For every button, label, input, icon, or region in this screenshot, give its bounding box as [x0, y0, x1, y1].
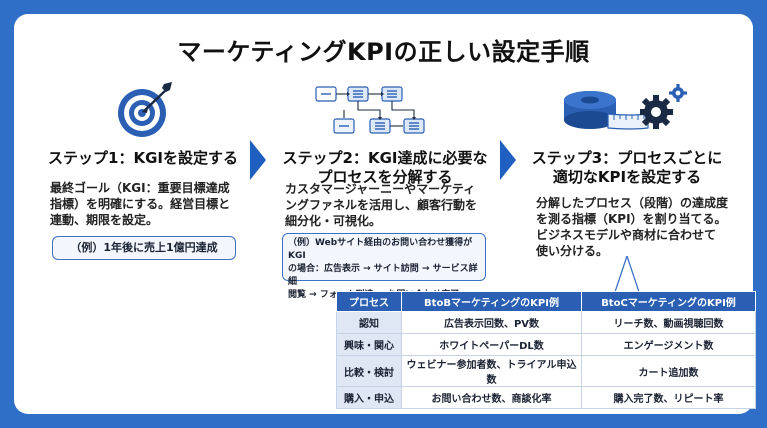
- step2-body-line: カスタマージャーニーやマーケティ: [285, 182, 476, 196]
- table-cell-stage: 興味・関心: [336, 333, 402, 356]
- table-row: 比較・検討 ウェビナー参加者数、トライアル申込数 カート追加数: [336, 355, 756, 387]
- table-cell-b2c: リーチ数、動画視聴回数: [581, 311, 756, 334]
- step1-body-line: 指標）を明確にする。経営目標と: [50, 197, 231, 211]
- step2-body-line: 細分化・可視化。: [285, 214, 382, 228]
- table-cell-b2b: ホワイトペーパーDL数: [401, 333, 582, 356]
- step1-example-box: （例）1年後に売上1億円達成: [52, 236, 236, 260]
- table-header-row: プロセス BtoBマーケティングのKPI例 BtoCマーケティングのKPI例: [336, 291, 756, 312]
- step2-body: カスタマージャーニーやマーケティ ングファネルを活用し、顧客行動を 細分化・可視…: [285, 181, 505, 229]
- table-cell-b2b: 広告表示回数、PV数: [401, 311, 582, 334]
- step3-title: ステップ3：プロセスごとに 適切なKPIを設定する: [512, 149, 742, 187]
- table-header-cell: プロセス: [336, 291, 402, 312]
- table-row: 興味・関心 ホワイトペーパーDL数 エンゲージメント数: [336, 333, 756, 356]
- kpi-table: プロセス BtoBマーケティングのKPI例 BtoCマーケティングのKPI例 認…: [336, 291, 756, 409]
- step2-example-box: （例）Webサイト経由のお問い合わせ獲得がKGI の場合：広告表示 → サイト訪…: [282, 233, 486, 300]
- step-arrow-1: [250, 140, 266, 180]
- step3-body-line: 分解したプロセス（段階）の達成度: [536, 196, 729, 210]
- gear-icon: [640, 84, 687, 129]
- step1-body-line: 最終ゴール（KGI：重要目標達成: [50, 181, 230, 195]
- step1-body-line: 連動、期限を設定。: [50, 213, 159, 227]
- step2-body-line: ングファネルを活用し、顧客行動を: [285, 198, 478, 212]
- table-cell-b2c: カート追加数: [581, 355, 756, 387]
- table-cell-b2c: 購入完了数、リピート率: [581, 386, 756, 409]
- step2-title-line: プロセスを分解する: [317, 168, 453, 186]
- table-cell-stage: 購入・申込: [336, 386, 402, 409]
- step1-title: ステップ1：KGIを設定する: [38, 149, 248, 168]
- step2-title: ステップ2：KGI達成に必要な プロセスを分解する: [270, 149, 500, 187]
- target-icon: [118, 82, 172, 137]
- step1-title-line: ステップ1：KGIを設定する: [48, 149, 238, 167]
- step2-example-line: （例）Webサイト経由のお問い合わせ獲得がKGI: [288, 238, 473, 261]
- measuring-tape-icon: [564, 91, 649, 130]
- step3-title-line: 適切なKPIを設定する: [552, 168, 702, 186]
- table-header-cell: BtoBマーケティングのKPI例: [401, 291, 582, 312]
- table-cell-b2b: お問い合わせ数、商談化率: [401, 386, 582, 409]
- step3-title-line: ステップ3：プロセスごとに: [531, 149, 723, 167]
- step-arrow-2: [500, 140, 516, 180]
- step3-body: 分解したプロセス（段階）の達成度 を測る指標（KPI）を割り当てる。 ビジネスモ…: [536, 195, 746, 259]
- table-cell-b2c: エンゲージメント数: [581, 333, 756, 356]
- flowchart-icon: [315, 86, 425, 134]
- page-title: マーケティングKPIの正しい設定手順: [177, 38, 590, 66]
- step2-title-line: ステップ2：KGI達成に必要な: [282, 149, 488, 167]
- table-header-cell: BtoCマーケティングのKPI例: [581, 291, 756, 312]
- step2-example-line: の場合：広告表示 → サイト訪問 → サービス詳細: [288, 264, 478, 287]
- table-cell-stage: 比較・検討: [336, 355, 402, 387]
- step3-body-line: 使い分ける。: [536, 244, 609, 258]
- table-row: 認知 広告表示回数、PV数 リーチ数、動画視聴回数: [336, 311, 756, 334]
- step3-body-line: ビジネスモデルや商材に合わせて: [536, 228, 717, 242]
- table-cell-b2b: ウェビナー参加者数、トライアル申込数: [401, 355, 582, 387]
- callout-pointer: [614, 256, 640, 292]
- table-cell-stage: 認知: [336, 311, 402, 334]
- table-row: 購入・申込 お問い合わせ数、商談化率 購入完了数、リピート率: [336, 386, 756, 409]
- step1-example-text: （例）1年後に売上1億円達成: [70, 241, 218, 254]
- step1-body: 最終ゴール（KGI：重要目標達成 指標）を明確にする。経営目標と 連動、期限を設…: [50, 180, 250, 228]
- step3-body-line: を測る指標（KPI）を割り当てる。: [536, 212, 727, 226]
